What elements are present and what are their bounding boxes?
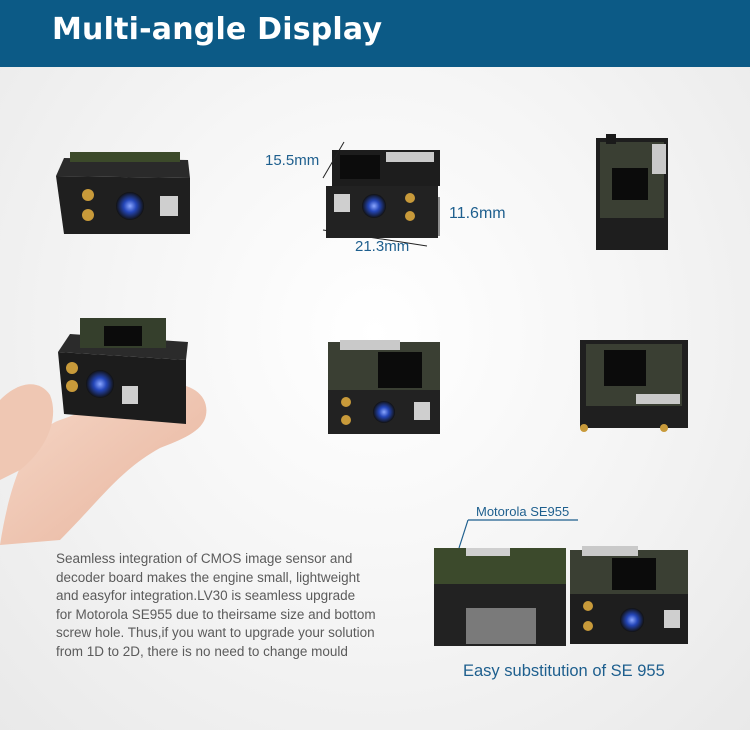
description-line: decoder board makes the engine small, li… [56,569,360,585]
description-line: screw hole. Thus,if you want to upgrade … [56,625,375,641]
description-line: from 1D to 2D, there is no need to chang… [56,643,348,659]
width-dimension-label: 21.3mm [355,238,410,255]
description-line: Seamless integration of CMOS image senso… [56,551,353,566]
module-dimension-view [322,141,440,247]
description-text: Seamless integration of CMOS image senso… [56,550,406,662]
description-line: and easyfor integration.LV30 is seamless… [56,588,356,604]
module-front-top-view [328,340,440,434]
page-title: Multi-angle Display [52,12,383,47]
depth-dimension-label: 15.5mm [265,152,320,169]
module-bottom-view [580,340,688,432]
comparison-modules [434,519,688,646]
description-line: for Motorola SE955 due to theirsame size… [56,606,376,622]
module-front-view [56,152,190,234]
comparison-caption: Easy substitution of SE 955 [463,662,665,680]
header-banner: Multi-angle Display [0,0,750,67]
module-top-view [596,134,668,250]
motorola-label: Motorola SE955 [476,504,570,519]
hand-holding-module [0,318,207,545]
height-dimension-label: 11.6mm [449,205,506,222]
